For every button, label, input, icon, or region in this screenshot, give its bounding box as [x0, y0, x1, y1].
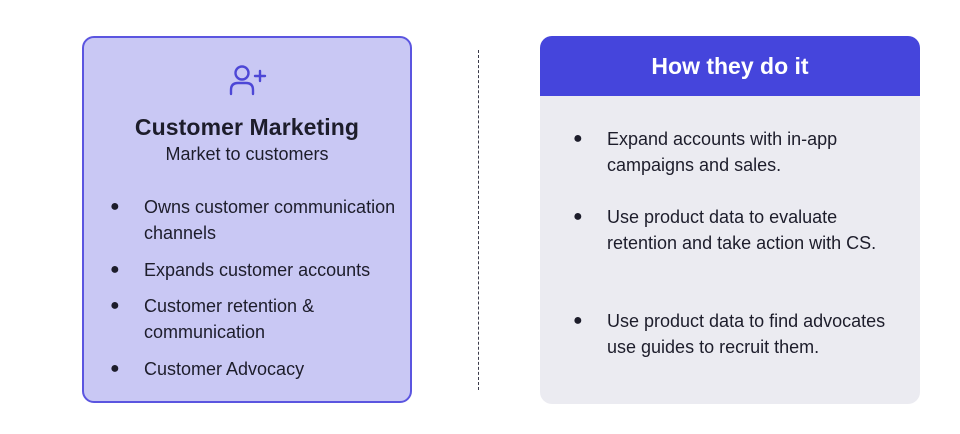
customer-marketing-card: Customer Marketing Market to customers ●… [82, 36, 412, 403]
bullet: ● [110, 198, 120, 215]
bullet: ● [110, 261, 120, 278]
card-title: Customer Marketing [134, 114, 360, 140]
bullet: ● [110, 360, 120, 377]
user-plus-icon [229, 65, 267, 96]
list-item-text: Customer Advocacy [144, 359, 305, 379]
list-item-text: Customer retention & communication [144, 296, 315, 342]
dashed-divider [478, 50, 479, 390]
how-they-do-it-card: How they do it ● Expand accounts with in… [540, 36, 920, 404]
list-item-text: Use product data to find advocates use g… [607, 311, 886, 357]
card-subtitle: Market to customers [165, 144, 329, 164]
bullet: ● [573, 312, 583, 329]
list-item-text: Use product data to evaluate retention a… [607, 207, 877, 253]
card-header: How they do it [540, 36, 920, 96]
list-item-text: Expand accounts with in-app campaigns an… [607, 129, 838, 175]
bullet: ● [110, 297, 120, 314]
list-item-text: Expands customer accounts [144, 260, 371, 280]
list-item-text: Owns customer communication channels [144, 197, 396, 243]
bullet: ● [573, 130, 583, 147]
bullet: ● [573, 208, 583, 225]
